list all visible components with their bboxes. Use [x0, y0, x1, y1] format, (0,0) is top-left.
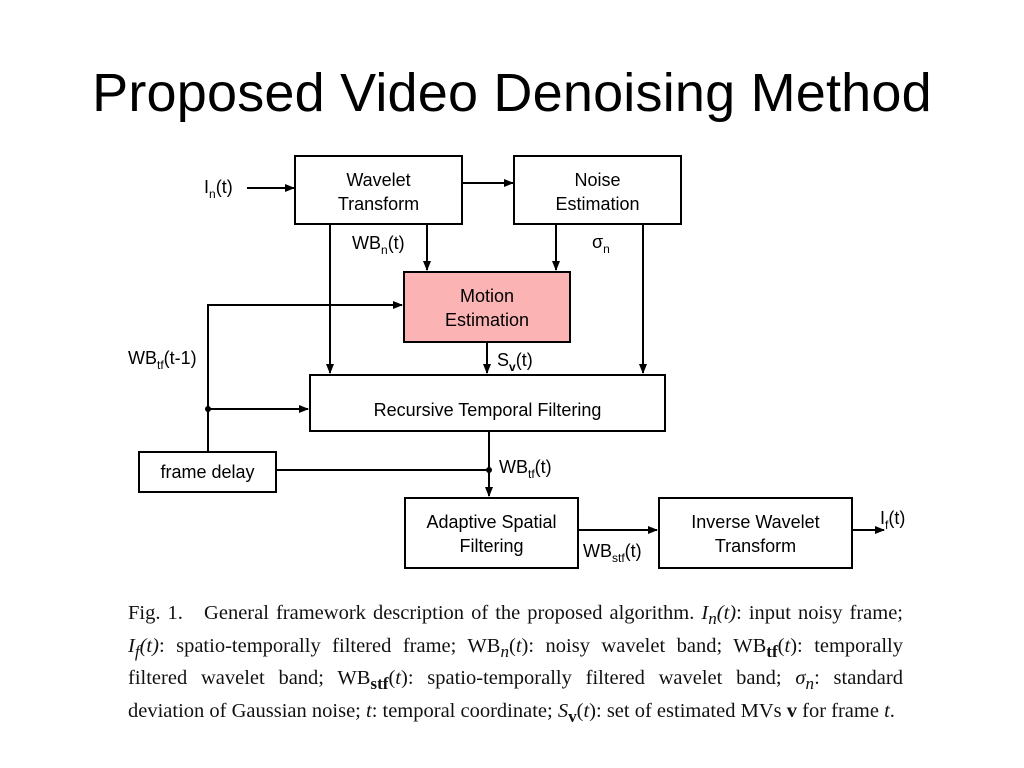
junction-dot — [486, 467, 492, 473]
motion-estimation-block: Motion Estimation — [403, 271, 571, 343]
motion-estimation-label-2: Estimation — [445, 310, 529, 330]
recursive-temporal-filtering-block: Recursive Temporal Filtering — [309, 374, 666, 432]
motion-estimation-highlight — [403, 271, 571, 343]
connections — [205, 179, 885, 534]
input-signal-label: In(t) — [204, 177, 233, 201]
inverse-wavelet-transform-block: Inverse Wavelet Transform — [658, 497, 853, 569]
adaptive-spatial-filtering-label-2: Filtering — [459, 536, 523, 556]
inverse-wavelet-transform-label-2: Transform — [715, 536, 796, 556]
wb-tf-label: WBtf(t) — [499, 457, 552, 481]
adaptive-spatial-filtering-label-1: Adaptive Spatial — [426, 512, 556, 532]
wb-tf-prev-label: WBtf(t-1) — [128, 348, 197, 372]
slide-title: Proposed Video Denoising Method — [92, 63, 932, 123]
caption-label: Fig. 1. — [128, 602, 183, 624]
sigma-n-label: σn — [592, 232, 610, 256]
recursive-temporal-filtering-label: Recursive Temporal Filtering — [374, 400, 602, 420]
figure-caption: Fig. 1. General framework description of… — [128, 602, 904, 726]
wavelet-transform-label-1: Wavelet — [346, 170, 410, 190]
caption-lead: General framework description of the pro… — [204, 602, 695, 624]
motion-estimation-label-1: Motion — [460, 286, 514, 306]
noise-estimation-label-2: Estimation — [555, 194, 639, 214]
frame-delay-label: frame delay — [160, 462, 254, 482]
frame-delay-block: frame delay — [138, 451, 277, 493]
inverse-wavelet-transform-label-1: Inverse Wavelet — [691, 512, 819, 532]
noise-estimation-block: Noise Estimation — [513, 155, 682, 225]
wb-stf-label: WBstf(t) — [583, 541, 642, 565]
s-v-label: Sv(t) — [497, 350, 533, 374]
wavelet-transform-label-2: Transform — [338, 194, 419, 214]
wavelet-transform-block: Wavelet Transform — [294, 155, 463, 225]
noise-estimation-label-1: Noise — [574, 170, 620, 190]
junction-dot — [205, 406, 211, 412]
feedback-to-motion-arrow — [207, 301, 403, 452]
adaptive-spatial-filtering-block: Adaptive Spatial Filtering — [404, 497, 579, 569]
output-signal-label: If(t) — [880, 508, 905, 532]
wb-n-label: WBn(t) — [352, 233, 405, 257]
